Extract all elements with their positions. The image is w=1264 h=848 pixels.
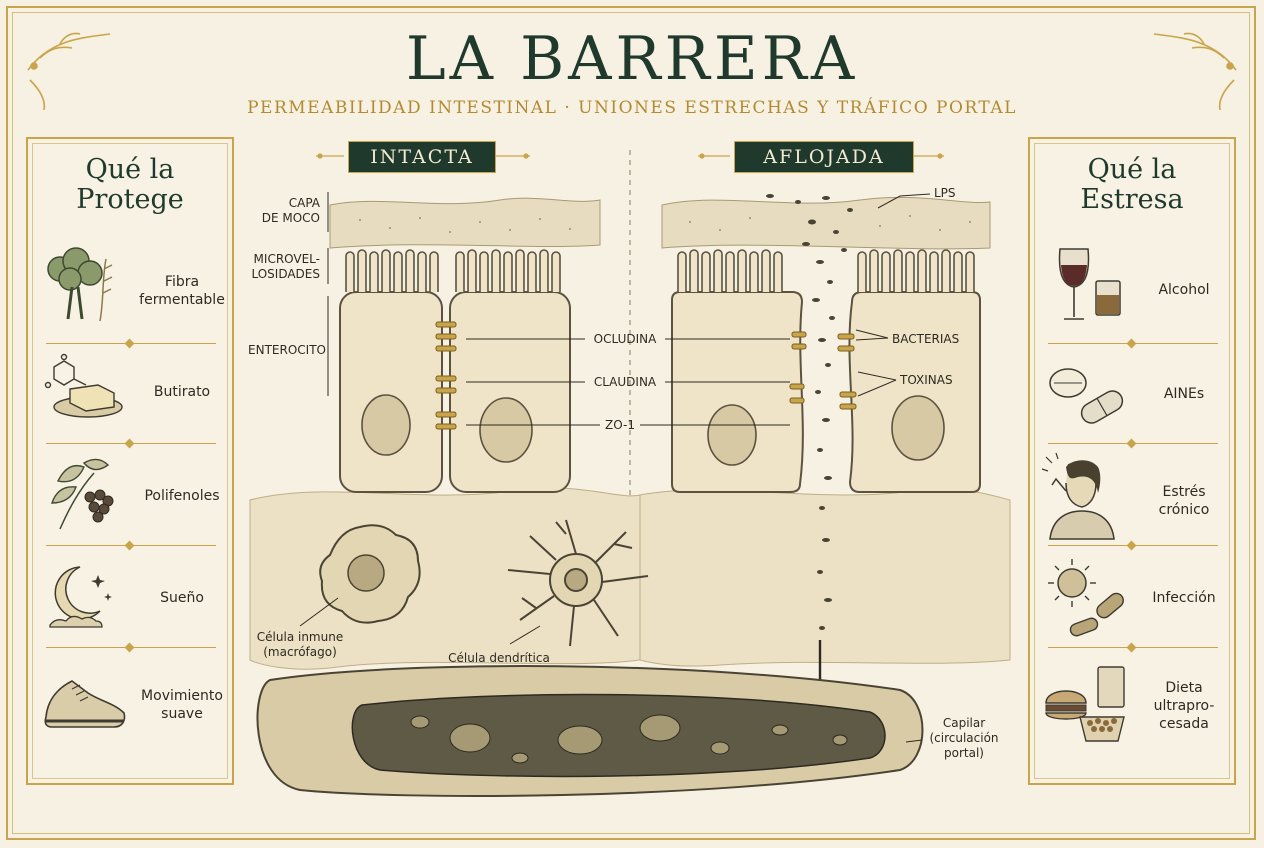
bacteria-label: BACTERIAS xyxy=(892,332,960,346)
enterocyte-label: ENTEROCITO xyxy=(248,343,326,357)
occludin-label: OCLUDINA xyxy=(593,332,657,346)
macrophage-icon xyxy=(319,524,421,624)
pills-icon xyxy=(1049,368,1124,424)
microvilli-label: MICROVEL-LOSIDADES xyxy=(251,252,320,281)
lamina-propria-right xyxy=(639,488,1011,667)
leaking-particles xyxy=(766,194,853,630)
macrophage-label: Célula inmune(macrófago) xyxy=(256,630,344,659)
moon-stars-icon xyxy=(49,566,112,628)
broccoli-icon xyxy=(47,247,113,322)
enterocyte-intact-2 xyxy=(449,249,571,493)
page-title: LA BARRERA xyxy=(405,24,859,94)
mucus-layer-right xyxy=(661,196,991,250)
list-item: Sueño xyxy=(38,553,226,645)
berries-leaves-icon xyxy=(51,458,114,530)
mucus-texture xyxy=(359,215,971,233)
enterocyte-loosened-1 xyxy=(671,249,804,493)
intact-ribbon: INTACTA xyxy=(348,141,496,173)
junk-food-icon xyxy=(1045,666,1125,742)
wine-glass-icon xyxy=(1058,248,1121,320)
stressed-person-icon xyxy=(1041,452,1115,540)
tight-junctions-intact xyxy=(435,321,457,430)
list-item: Butirato xyxy=(38,349,226,441)
list-item: Infección xyxy=(1040,553,1228,645)
tight-junctions-loosened xyxy=(789,331,857,410)
leader-lines xyxy=(299,192,931,743)
enterocyte-intact-1 xyxy=(339,249,443,493)
outer-frame xyxy=(6,6,1256,840)
dendritic-cell-label: Célula dendrítica xyxy=(448,651,550,665)
flourish-top-right-icon xyxy=(1153,32,1237,111)
claudin-label: CLAUDINA xyxy=(593,375,657,389)
loosened-ribbon: AFLOJADA xyxy=(734,141,914,173)
list-item: Alcohol xyxy=(1040,239,1228,331)
zo1-label: ZO-1 xyxy=(605,418,635,432)
flourish-top-left-icon xyxy=(27,32,111,111)
inner-frame xyxy=(12,12,1250,834)
mucus-layer-left xyxy=(329,197,601,249)
sneaker-icon xyxy=(44,680,126,728)
list-item: AINEs xyxy=(1040,349,1228,441)
dendritic-cell-icon xyxy=(507,519,649,647)
page-subtitle: PERMEABILIDAD INTESTINAL · UNIONES ESTRE… xyxy=(247,98,1017,118)
enterocyte-loosened-2 xyxy=(848,249,981,493)
list-item: Polifenoles xyxy=(38,451,226,543)
virus-bacteria-icon xyxy=(1048,559,1124,637)
toxins-label: TOXINAS xyxy=(900,373,953,387)
butter-molecule-icon xyxy=(44,353,123,418)
capillary-icon xyxy=(256,665,924,797)
lps-label: LPS xyxy=(934,186,956,200)
